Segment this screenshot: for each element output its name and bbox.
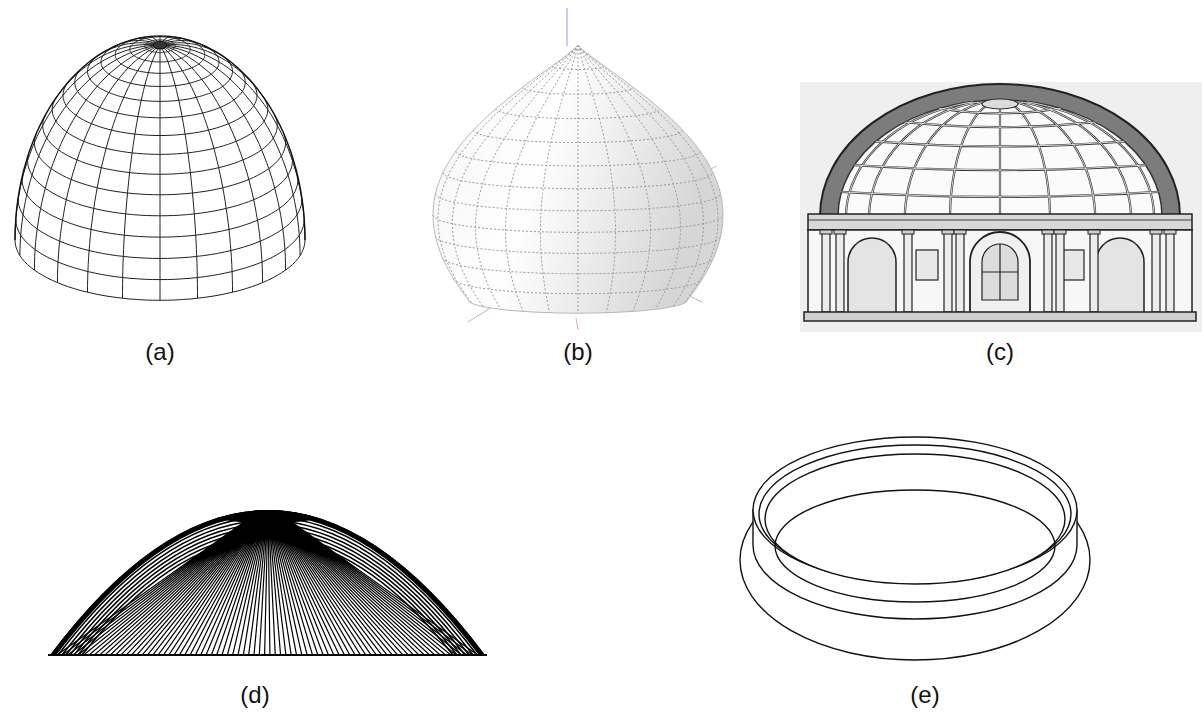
column-capital <box>1054 230 1066 234</box>
column-capital <box>902 230 914 234</box>
dome-meridians <box>50 505 485 660</box>
column-capital <box>954 230 966 234</box>
oculus <box>982 99 1018 109</box>
column-capital <box>942 230 954 234</box>
window-bar <box>982 271 1018 272</box>
central-door <box>970 232 1030 312</box>
wall-window <box>1062 250 1084 280</box>
dome-base <box>48 654 487 656</box>
column <box>1056 232 1064 312</box>
panel-label: (e) <box>910 681 939 708</box>
parallel-curves <box>50 510 485 655</box>
column-capital <box>834 230 846 234</box>
domed-building-drawing <box>800 82 1202 332</box>
column <box>904 232 912 312</box>
columns <box>820 230 1176 312</box>
column-capital <box>1042 230 1054 234</box>
panel-label: (c) <box>986 338 1014 365</box>
column <box>1166 232 1174 312</box>
onion-dome <box>433 8 723 330</box>
ring-top <box>753 437 1077 583</box>
entablature <box>808 214 1192 230</box>
dome-outline <box>433 45 723 313</box>
base-plinth <box>804 312 1196 321</box>
column <box>1044 232 1052 312</box>
column <box>956 232 964 312</box>
hemisphere-wireframe <box>15 36 305 300</box>
column <box>1090 232 1098 312</box>
figure-label-holder: (c) <box>986 338 1014 366</box>
figure-label-holder: (a) <box>145 338 174 366</box>
wireframe-lines <box>15 36 305 300</box>
arched-niche <box>1096 238 1144 312</box>
entablature-line <box>808 220 1192 221</box>
dome-grid <box>433 45 723 313</box>
column-capital <box>820 230 832 234</box>
panel-label: (b) <box>563 338 592 365</box>
wall-window <box>916 250 938 280</box>
column-capital <box>1164 230 1176 234</box>
column <box>822 232 830 312</box>
parabolic-dome <box>48 505 487 660</box>
dome-crown <box>213 507 323 523</box>
panel-label: (a) <box>145 338 174 365</box>
ring-top <box>765 454 1065 584</box>
panel-label: (d) <box>240 681 269 708</box>
axis-line <box>567 8 568 46</box>
column <box>944 232 952 312</box>
column-capital <box>1150 230 1162 234</box>
column <box>1152 232 1160 312</box>
coffer-ribs <box>842 102 1159 220</box>
dome-body <box>433 45 723 313</box>
axis-line <box>576 318 578 330</box>
dome-outline <box>15 36 305 240</box>
scan-ground <box>800 82 1202 332</box>
figure-label-holder: (d) <box>240 681 269 709</box>
column-capital <box>1088 230 1100 234</box>
dome-rim <box>50 510 485 655</box>
dome-apex <box>153 41 167 49</box>
figure-label-holder: (e) <box>910 681 939 709</box>
inner-ring <box>775 490 1055 602</box>
ring-top <box>759 445 1071 583</box>
ring-foundation <box>740 437 1090 660</box>
door-window <box>982 244 1018 300</box>
meridian-lines <box>50 505 485 660</box>
wall <box>808 230 1192 314</box>
figure-label-holder: (b) <box>563 338 592 366</box>
column <box>836 232 844 312</box>
coffer-ribs-inner <box>842 102 1159 220</box>
dome-coffers <box>842 99 1159 220</box>
arched-niche <box>848 238 896 312</box>
